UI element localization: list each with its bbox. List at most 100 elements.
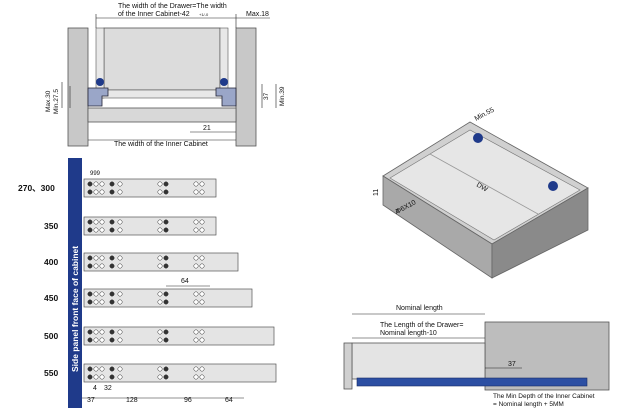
iso-locking-device-front — [548, 181, 558, 191]
mounting-hole — [157, 299, 163, 305]
mounting-hole — [193, 329, 199, 335]
cabinet-front-face — [491, 187, 589, 279]
drawer-inner-side-right — [219, 27, 229, 99]
mounting-hole — [157, 219, 163, 225]
mounting-hole — [199, 227, 205, 233]
mounting-hole — [87, 291, 93, 297]
drawer-divider — [429, 153, 539, 215]
mounting-hole — [117, 299, 123, 305]
mounting-hole — [157, 329, 163, 335]
mounting-hole — [117, 181, 123, 187]
mounting-hole — [93, 374, 99, 380]
mounting-hole — [99, 227, 105, 233]
slides-group — [83, 178, 277, 383]
mounting-hole — [199, 181, 205, 187]
slide-length-label: 550 — [44, 368, 58, 378]
mounting-hole — [117, 219, 123, 225]
mounting-hole — [157, 227, 163, 233]
slide-rail-6 — [83, 363, 277, 383]
drawer-box — [103, 27, 221, 91]
min39-label: Min.39 — [279, 86, 286, 106]
mounting-hole — [87, 299, 93, 305]
mounting-hole — [109, 337, 115, 343]
mounting-hole — [193, 181, 199, 187]
dim4-label: 4 — [93, 385, 97, 392]
mounting-hole — [109, 299, 115, 305]
drawer-side-body — [351, 342, 486, 380]
dim999-label: 999 — [90, 171, 101, 177]
mounting-hole — [93, 291, 99, 297]
mounting-hole — [93, 329, 99, 335]
mounting-hole — [163, 227, 169, 233]
mounting-hole — [193, 263, 199, 269]
mounting-hole — [87, 329, 93, 335]
drawer-width-label-2: of the Inner Cabinet-42 — [118, 11, 190, 18]
drawer-length-line1: The Length of the Drawer= — [380, 322, 463, 329]
drawer-length-line2: Nominal length-10 — [380, 330, 437, 337]
mounting-hole — [199, 255, 205, 261]
min-depth-line2: = Nominal length + 5MM — [493, 401, 564, 408]
mounting-hole — [193, 374, 199, 380]
mounting-hole — [157, 263, 163, 269]
dim32-label: 32 — [104, 385, 112, 392]
mounting-hole — [193, 366, 199, 372]
mounting-hole — [99, 219, 105, 225]
mounting-hole — [199, 263, 205, 269]
min55-label: Min.55 — [474, 107, 496, 123]
mounting-hole — [199, 374, 205, 380]
mounting-hole — [117, 374, 123, 380]
mounting-hole — [93, 219, 99, 225]
left-cabinet-wall — [67, 27, 89, 147]
slides-section: Side panel front face of cabinet 999 270… — [18, 158, 277, 408]
mounting-hole — [109, 255, 115, 261]
mounting-hole — [99, 189, 105, 195]
mounting-hole — [157, 181, 163, 187]
bottom-dim-128: 128 — [126, 397, 138, 404]
mounting-hole — [163, 181, 169, 187]
mounting-hole — [93, 181, 99, 187]
dim21-label: 21 — [203, 125, 211, 132]
mounting-hole — [157, 255, 163, 261]
max18-label: Max.18 — [246, 11, 269, 18]
min27-5-label: Min.27.5 — [53, 89, 60, 114]
mounting-hole — [87, 181, 93, 187]
mounting-hole — [117, 366, 123, 372]
mounting-hole — [87, 255, 93, 261]
mounting-hole — [163, 366, 169, 372]
mounting-hole — [117, 291, 123, 297]
mounting-hole — [109, 219, 115, 225]
mounting-hole — [199, 189, 205, 195]
mounting-hole — [199, 299, 205, 305]
mounting-hole — [99, 299, 105, 305]
mounting-hole — [93, 366, 99, 372]
mounting-hole — [87, 366, 93, 372]
mounting-hole — [163, 374, 169, 380]
mounting-hole — [193, 255, 199, 261]
mounting-hole — [99, 329, 105, 335]
bottom-dim-96: 96 — [184, 397, 192, 404]
mounting-hole — [199, 337, 205, 343]
mounting-hole — [99, 366, 105, 372]
mounting-hole — [199, 329, 205, 335]
iso-locking-device-back — [473, 133, 483, 143]
slide-rail-5 — [83, 326, 275, 346]
mounting-hole — [87, 263, 93, 269]
mounting-hole — [163, 329, 169, 335]
right-locking-device — [220, 78, 228, 86]
slide-length-label: 270、300 — [18, 183, 55, 193]
mounting-hole — [109, 366, 115, 372]
inner-cabinet-label: The width of the Inner Cabinet — [114, 141, 208, 148]
right-slide-profile — [215, 87, 237, 107]
mounting-hole — [99, 291, 105, 297]
left-locking-device — [96, 78, 104, 86]
mounting-hole — [99, 181, 105, 187]
mounting-hole — [193, 227, 199, 233]
mounting-hole — [99, 263, 105, 269]
slide-length-label: 350 — [44, 221, 58, 231]
mounting-hole — [163, 263, 169, 269]
dim37-label: 37 — [263, 92, 270, 100]
mounting-hole — [109, 189, 115, 195]
mounting-hole — [87, 227, 93, 233]
isometric-cabinet: Min.55 DW 11 Φ6X10 7 — [373, 107, 589, 279]
mounting-hole — [117, 337, 123, 343]
